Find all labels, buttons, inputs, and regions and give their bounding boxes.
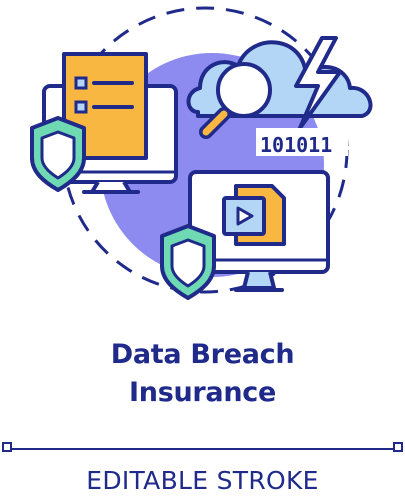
footer-label: EDITABLE STROKE — [86, 466, 319, 495]
binary-text: 101011 — [260, 133, 332, 157]
video-monitor-icon — [188, 170, 330, 292]
title-line-2: Insurance — [129, 377, 276, 408]
title-line-1: Data Breach — [110, 339, 295, 370]
divider-end-right — [393, 442, 403, 452]
divider-line — [8, 448, 397, 450]
lightning-icon — [294, 36, 342, 130]
data-breach-illustration: 101011 — [30, 6, 373, 300]
document-monitor-icon — [42, 52, 178, 194]
divider-end-left — [2, 442, 12, 452]
magnifier-icon — [199, 62, 272, 139]
binary-backdrop — [256, 128, 348, 156]
shield-icon — [30, 116, 86, 192]
shield-icon — [160, 224, 216, 300]
